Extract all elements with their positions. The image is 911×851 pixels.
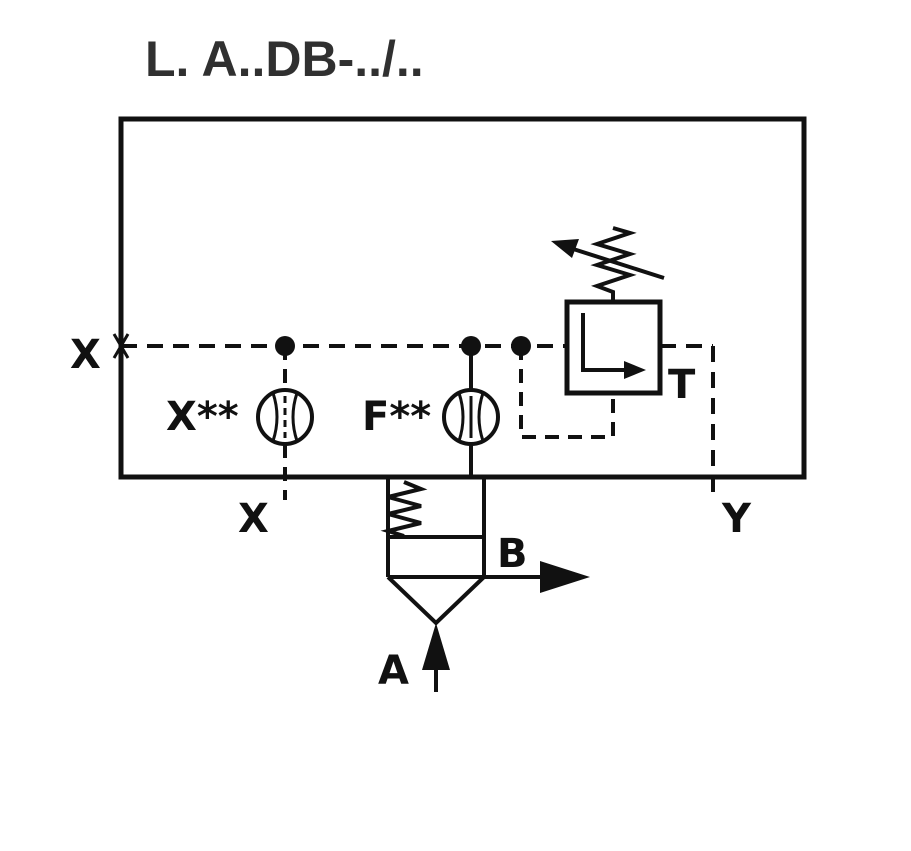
relief-valve-flow-arrow-icon: [581, 313, 630, 372]
relief-valve-box: [564, 299, 663, 396]
a-port-label: A: [378, 648, 409, 694]
relief-valve-arrowhead-icon: [624, 361, 646, 379]
x-orifice-icon: [256, 388, 314, 446]
cartridge-spring-icon: [380, 480, 428, 538]
relief-spring-icon: [590, 226, 637, 302]
x-pilot-label: X: [70, 332, 101, 378]
spring-adjust-arrowhead-icon: [551, 239, 579, 258]
schematic-title: L. A..DB-../..: [145, 31, 424, 87]
f-orifice-label: F**: [362, 394, 431, 440]
a-port-arrow-icon: [422, 623, 450, 670]
y-port-label: Y: [721, 496, 752, 542]
spring-adjust-line: [566, 245, 665, 280]
valve-housing: [118, 116, 807, 480]
x-port-marker-icon: [112, 333, 130, 359]
f-orifice-icon: [442, 388, 500, 446]
cartridge-seat-icon: [386, 575, 486, 626]
t-port-label: T: [668, 362, 696, 408]
b-port-arrow-icon: [540, 561, 590, 593]
x-orifice-label: X**: [166, 394, 239, 440]
b-port-label: B: [497, 531, 528, 577]
x-port-label: X: [238, 496, 269, 542]
